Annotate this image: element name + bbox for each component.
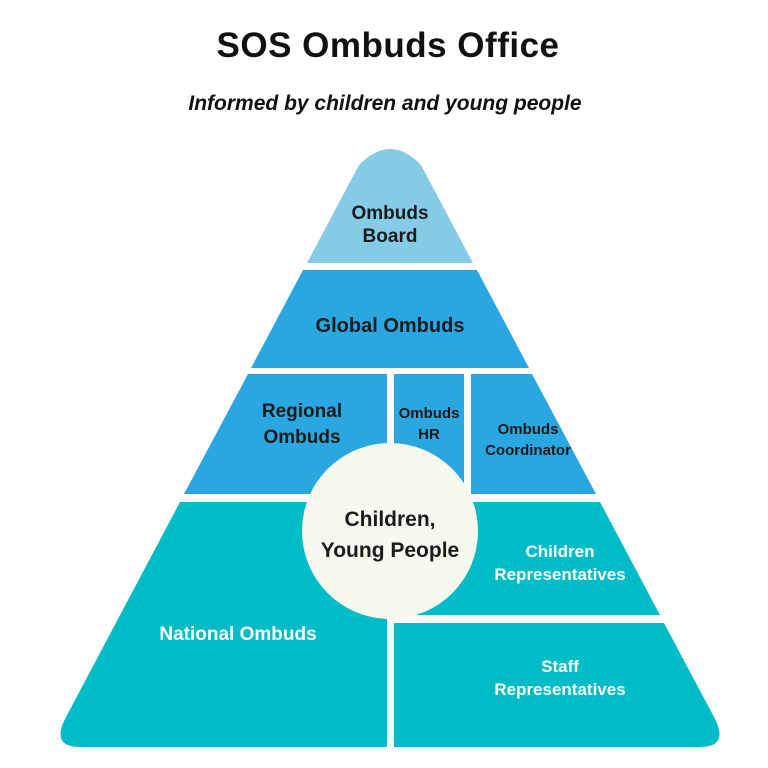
children-representatives-label: Children Representatives	[494, 540, 625, 586]
page-subtitle: Informed by children and young people	[188, 92, 582, 115]
ombuds-coordinator-shape	[471, 374, 596, 494]
regional-ombuds-label: Regional Ombuds	[262, 399, 342, 451]
staff-representatives-label: Staff Representatives	[494, 655, 625, 701]
staff-representatives-line2: Representatives	[494, 680, 626, 699]
national-ombuds-label: National Ombuds	[159, 623, 316, 646]
ombuds-hr-line1: Ombuds	[398, 405, 460, 422]
global-ombuds-label: Global Ombuds	[316, 314, 465, 338]
regional-ombuds-line2: Ombuds	[263, 427, 341, 448]
ombuds-hr-line2: HR	[418, 426, 440, 443]
ombuds-coordinator-line1: Ombuds	[497, 421, 559, 438]
children-young-people-line1: Children,	[344, 508, 436, 531]
ombuds-coordinator-line2: Coordinator	[485, 442, 571, 459]
children-young-people-line2: Young People	[320, 539, 460, 562]
ombuds-board-line1: Ombuds	[351, 203, 429, 224]
page-title: SOS Ombuds Office	[216, 26, 560, 65]
staff-representatives-line1: Staff	[541, 657, 579, 676]
children-representatives-line2: Representatives	[494, 565, 626, 584]
ombuds-board-label: Ombuds Board	[351, 202, 428, 248]
national-ombuds-line1: National Ombuds	[159, 624, 317, 645]
global-ombuds-line1: Global Ombuds	[315, 315, 465, 337]
global-ombuds-shape	[251, 270, 529, 368]
ombuds-board-line2: Board	[362, 226, 418, 247]
children-representatives-line1: Children	[525, 542, 595, 561]
center-circle-shape	[302, 443, 478, 619]
national-ombuds-shape	[60, 502, 387, 747]
staff-representatives-shape	[394, 623, 720, 747]
regional-ombuds-line1: Regional	[261, 401, 343, 422]
ombuds-board-shape	[307, 149, 473, 263]
ombuds-hr-label: Ombuds HR	[399, 403, 460, 445]
ombuds-coordinator-label: Ombuds Coordinator	[485, 419, 571, 461]
children-young-people-label: Children, Young People	[321, 504, 459, 566]
